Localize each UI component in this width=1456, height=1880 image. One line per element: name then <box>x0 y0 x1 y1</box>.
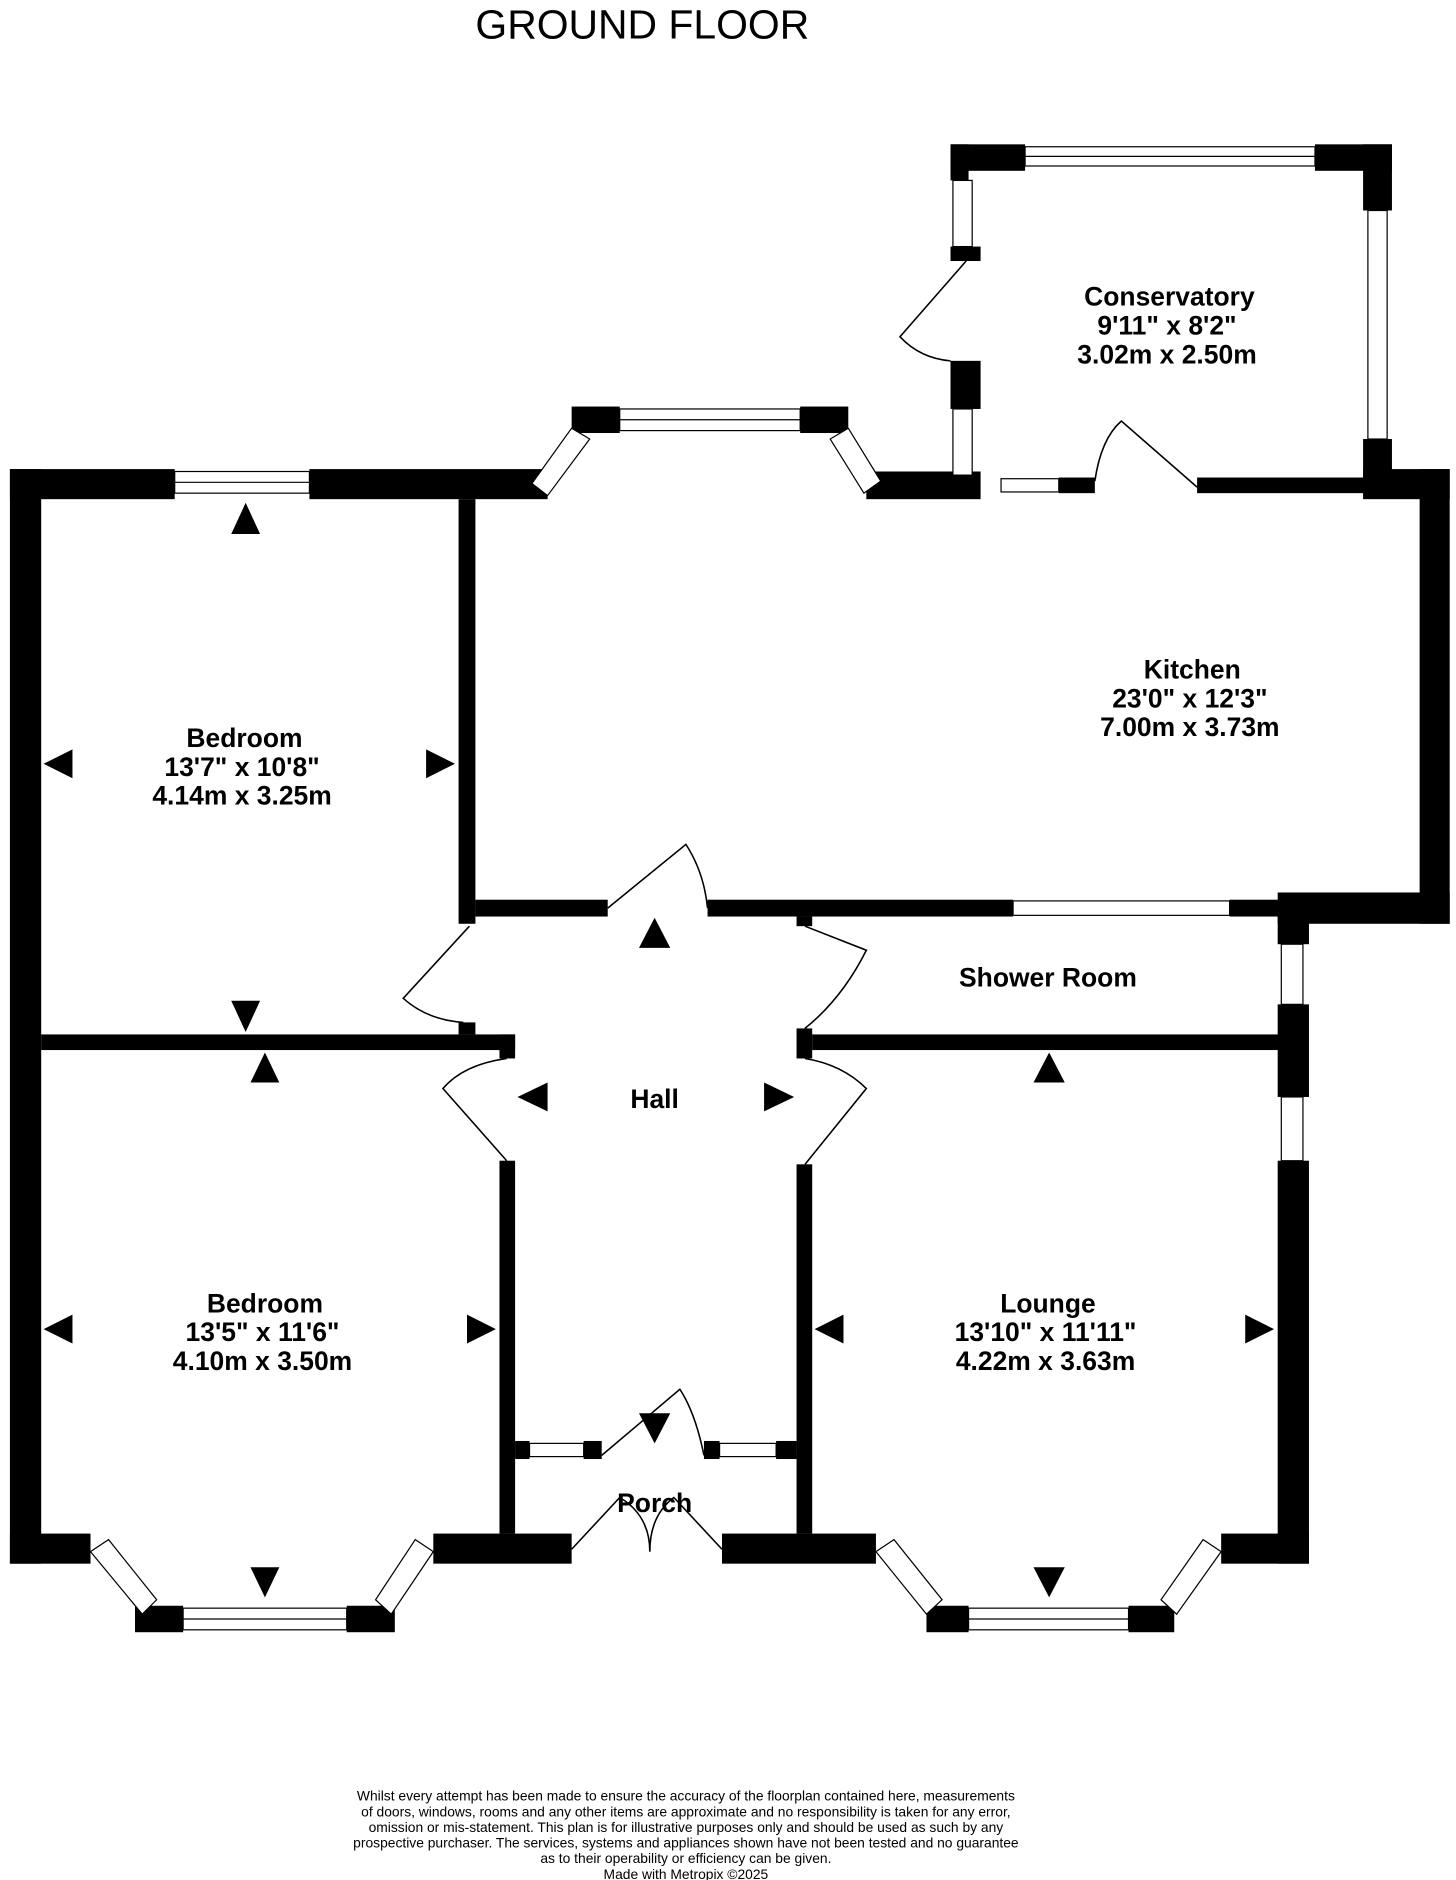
disclaimer-line: omission or mis-statement. This plan is … <box>369 1819 1004 1835</box>
windows <box>89 146 1388 1631</box>
room-hall-name: Hall <box>630 1084 679 1114</box>
floor-title: GROUND FLOOR <box>475 1 809 47</box>
walls <box>9 144 1450 1633</box>
disclaimer-line: prospective purchaser. The services, sys… <box>353 1835 1019 1851</box>
room-name: Bedroom <box>207 1288 323 1318</box>
room-arrows <box>43 502 1275 1598</box>
disclaimer-line: Whilst every attempt has been made to en… <box>357 1788 1015 1804</box>
room-name: Kitchen <box>1144 654 1241 684</box>
room-size-imperial: 23'0" x 12'3" <box>1112 683 1267 713</box>
room-shower-name: Shower Room <box>959 962 1137 992</box>
room-size-metric: 4.22m x 3.63m <box>956 1346 1135 1376</box>
doors <box>402 260 1198 1552</box>
room-size-metric: 4.10m x 3.50m <box>173 1346 352 1376</box>
credit-line: Made with Metropix ©2025 <box>604 1866 769 1880</box>
room-name: Lounge <box>1000 1288 1096 1318</box>
room-size-imperial: 13'7" x 10'8" <box>164 752 319 782</box>
room-size-metric: 7.00m x 3.73m <box>1100 712 1279 742</box>
disclaimer: Whilst every attempt has been made to en… <box>353 1788 1019 1880</box>
room-name: Conservatory <box>1084 282 1255 312</box>
room-kitchen: Kitchen 23'0" x 12'3" 7.00m x 3.73m <box>1100 654 1279 742</box>
disclaimer-line: of doors, windows, rooms and any other i… <box>361 1803 1010 1819</box>
room-conservatory: Conservatory 9'11" x 8'2" 3.02m x 2.50m <box>1077 282 1256 370</box>
room-bedroom-2: Bedroom 13'5" x 11'6" 4.10m x 3.50m <box>173 1288 352 1376</box>
room-size-imperial: 13'10" x 11'11" <box>955 1317 1137 1347</box>
room-porch-name: Porch <box>617 1488 692 1518</box>
room-size-imperial: 13'5" x 11'6" <box>186 1317 340 1347</box>
room-lounge: Lounge 13'10" x 11'11" 4.22m x 3.63m <box>955 1288 1137 1376</box>
room-size-metric: 4.14m x 3.25m <box>152 781 331 811</box>
room-bedroom-1: Bedroom 13'7" x 10'8" 4.14m x 3.25m <box>152 723 331 811</box>
room-size-metric: 3.02m x 2.50m <box>1077 339 1256 369</box>
room-name: Bedroom <box>186 723 302 753</box>
disclaimer-line: as to their operability or efficiency ca… <box>540 1850 831 1866</box>
room-size-imperial: 9'11" x 8'2" <box>1097 310 1236 340</box>
